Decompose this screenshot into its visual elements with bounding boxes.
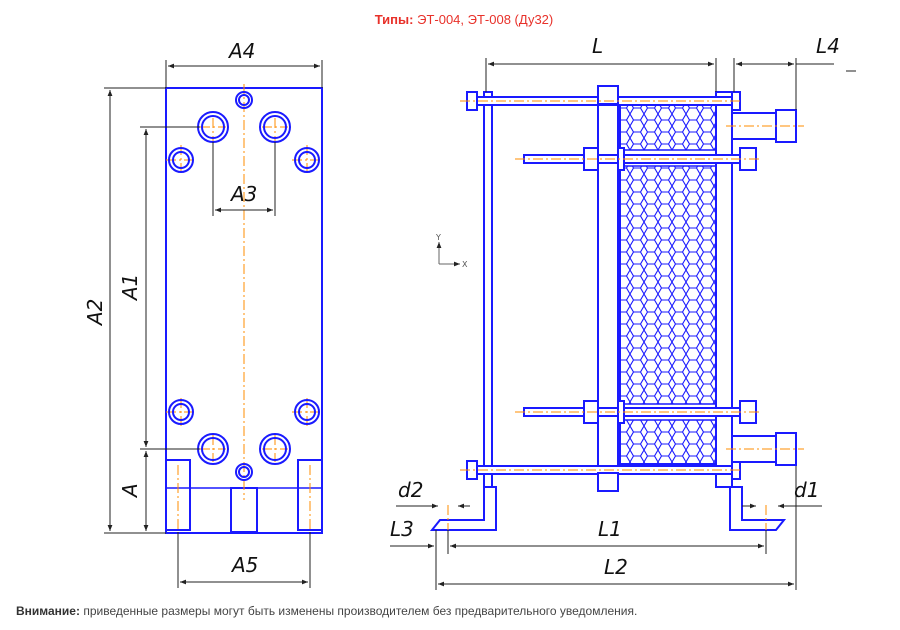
dim-label-l3: L3 bbox=[390, 517, 414, 541]
axis-x-label: X bbox=[462, 260, 468, 269]
dim-label-d2: d2 bbox=[398, 478, 423, 502]
dim-label-a: A bbox=[118, 483, 142, 499]
dim-label-d1: d1 bbox=[794, 478, 819, 502]
front-dimensions bbox=[104, 60, 323, 588]
note-prefix: Внимание: bbox=[16, 604, 80, 618]
dim-label-a1: A1 bbox=[118, 274, 142, 302]
page-title: Типы: ЭТ-004, ЭТ-008 (Ду32) bbox=[0, 12, 900, 27]
dim-label-l: L bbox=[592, 34, 603, 58]
dim-label-a2: A2 bbox=[83, 299, 107, 327]
front-view: A4 A3 A5 A2 A1 A bbox=[83, 39, 323, 588]
dim-label-l4: L4 bbox=[816, 34, 840, 58]
dim-label-l1: L1 bbox=[598, 517, 622, 541]
side-view: L L4 d2 d1 L3 L1 L2 bbox=[390, 34, 856, 590]
disclaimer-note: Внимание: приведенные размеры могут быть… bbox=[16, 604, 637, 618]
axis-indicator: Y X bbox=[435, 233, 468, 269]
dim-label-l2: L2 bbox=[604, 555, 628, 579]
foot-left bbox=[166, 459, 191, 531]
pressure-plate bbox=[597, 91, 619, 488]
note-text: приведенные размеры могут быть изменены … bbox=[83, 604, 638, 618]
title-models: ЭТ-004, ЭТ-008 (Ду32) bbox=[417, 12, 554, 27]
fixed-frame-plate bbox=[483, 91, 493, 488]
dim-label-a4: A4 bbox=[227, 39, 255, 63]
front-centerlines bbox=[166, 84, 322, 530]
dim-label-a3: A3 bbox=[229, 182, 257, 206]
foot-right bbox=[297, 459, 323, 531]
title-prefix: Типы: bbox=[374, 12, 414, 27]
dim-label-a5: A5 bbox=[230, 553, 258, 577]
side-feet bbox=[429, 486, 787, 531]
axis-y-label: Y bbox=[435, 233, 441, 242]
side-dimensions bbox=[390, 58, 856, 590]
rear-column bbox=[715, 91, 733, 488]
